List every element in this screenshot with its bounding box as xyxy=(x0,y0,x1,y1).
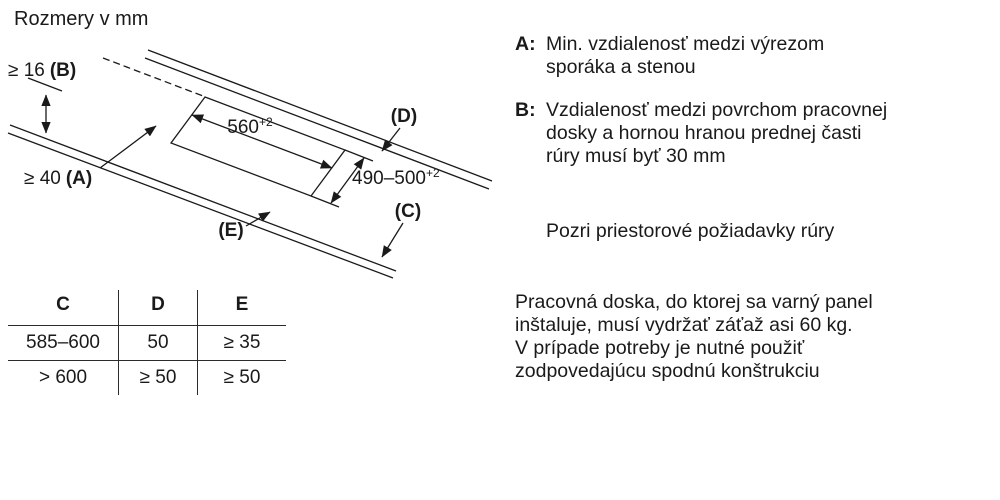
note-b: B: Vzdialenosť medzi povrchom pracovnej … xyxy=(515,99,887,168)
note-b-line: Vzdialenosť medzi povrchom pracovnej xyxy=(546,99,888,121)
label-c-leader xyxy=(381,222,404,258)
hob-cutout-outline xyxy=(169,96,347,197)
worktop-front-edge-inner xyxy=(7,132,394,279)
label-d-leader xyxy=(381,127,401,152)
worktop-back-edge-outer xyxy=(147,49,493,182)
thickness-reference-line xyxy=(27,77,63,92)
notes-column: A: Min. vzdialenosť medzi výrezom sporák… xyxy=(515,0,997,500)
table-cell: 50 xyxy=(118,325,198,361)
table-row: 585–600 50 ≥ 35 xyxy=(8,325,286,361)
table-header-e: E xyxy=(197,290,286,326)
thickness-dimension-label: ≥ 16(B) xyxy=(8,60,76,81)
note-worktop: Pracovná doska, do ktorej sa varný panel… xyxy=(515,291,873,383)
note-a-text: Min. vzdialenosť medzi výrezom sporáka a… xyxy=(546,33,824,79)
table-header-row: C D E xyxy=(8,290,286,326)
note-oven-requirements: Pozri priestorové požiadavky rúry xyxy=(546,220,835,242)
worktop-front-edge-outer xyxy=(9,124,397,272)
note-a: A: Min. vzdialenosť medzi výrezom sporák… xyxy=(515,33,824,79)
installation-diagram: 560+2 490–500+2 ≥ 16(B) ≥ 40(A) (D) (C) … xyxy=(7,49,493,279)
width-dimension-label: 560+2 xyxy=(227,115,273,138)
note-worktop-line: Pracovná doska, do ktorej sa varný panel xyxy=(515,291,873,313)
table-cell: > 600 xyxy=(8,360,119,395)
note-worktop-line: V prípade potreby je nutné použiť xyxy=(515,337,805,359)
label-d: (D) xyxy=(391,106,417,127)
table-cell: ≥ 50 xyxy=(118,360,198,395)
note-worktop-line: inštaluje, musí vydržať záťaž asi 60 kg. xyxy=(515,314,853,336)
note-b-text: Vzdialenosť medzi povrchom pracovnej dos… xyxy=(546,99,887,168)
page-title: Rozmery v mm xyxy=(14,8,149,30)
depth-extension-line-top xyxy=(344,149,374,162)
wall-distance-leader xyxy=(99,125,157,169)
table-header-c: C xyxy=(8,290,119,326)
note-worktop-line: zodpovedajúcu spodnú konštrukciu xyxy=(515,360,820,382)
note-a-line: sporáka a stenou xyxy=(546,56,696,78)
table-row: > 600 ≥ 50 ≥ 50 xyxy=(8,360,286,395)
depth-dimension-label: 490–500+2 xyxy=(352,166,440,189)
table-cell: ≥ 50 xyxy=(223,367,261,388)
label-e: (E) xyxy=(218,220,243,241)
depth-dimension-line xyxy=(330,157,365,204)
table-header-d: D xyxy=(118,290,198,326)
depth-extension-line-bottom xyxy=(310,195,340,208)
hidden-reference-line xyxy=(102,57,204,97)
note-a-line: Min. vzdialenosť medzi výrezom xyxy=(546,33,825,55)
table-cell: 585–600 xyxy=(8,325,119,361)
label-e-leader xyxy=(245,211,271,227)
note-worktop-text: Pracovná doska, do ktorej sa varný panel… xyxy=(515,291,873,383)
note-b-label: B: xyxy=(515,99,536,121)
dimension-table: C D E 585–600 50 ≥ 35 > 600 ≥ 50 ≥ 50 xyxy=(8,290,286,395)
table-cell: ≥ 35 xyxy=(197,325,286,361)
label-c: (C) xyxy=(395,201,421,222)
note-b-line: dosky a hornou hranou prednej časti xyxy=(546,122,862,144)
wall-distance-label: ≥ 40(A) xyxy=(24,168,92,189)
width-dimension-line xyxy=(191,114,333,169)
note-b-line: rúry musí byť 30 mm xyxy=(546,145,726,167)
note-a-label: A: xyxy=(515,33,536,55)
